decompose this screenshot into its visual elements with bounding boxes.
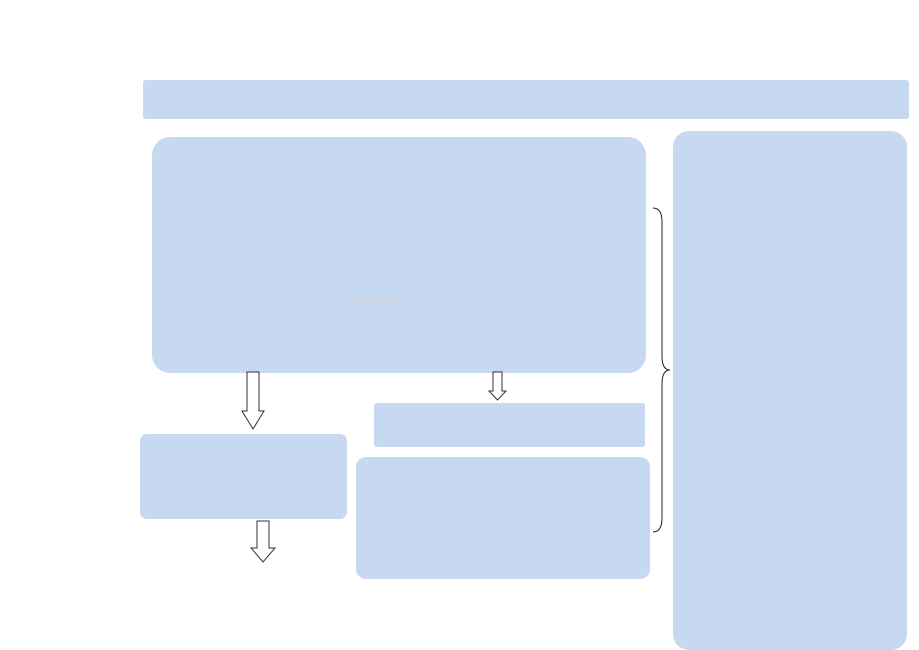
right-panel (673, 131, 907, 650)
down-arrow-middle (487, 371, 508, 401)
main-box (152, 137, 646, 373)
down-arrow-left (241, 371, 265, 430)
left-box (140, 434, 347, 519)
divider-line (350, 300, 406, 301)
down-arrow-bottom (249, 520, 277, 563)
middle-small-box (374, 403, 645, 447)
right-brace (652, 207, 671, 533)
header-bar (143, 80, 909, 119)
middle-large-box (356, 457, 650, 579)
